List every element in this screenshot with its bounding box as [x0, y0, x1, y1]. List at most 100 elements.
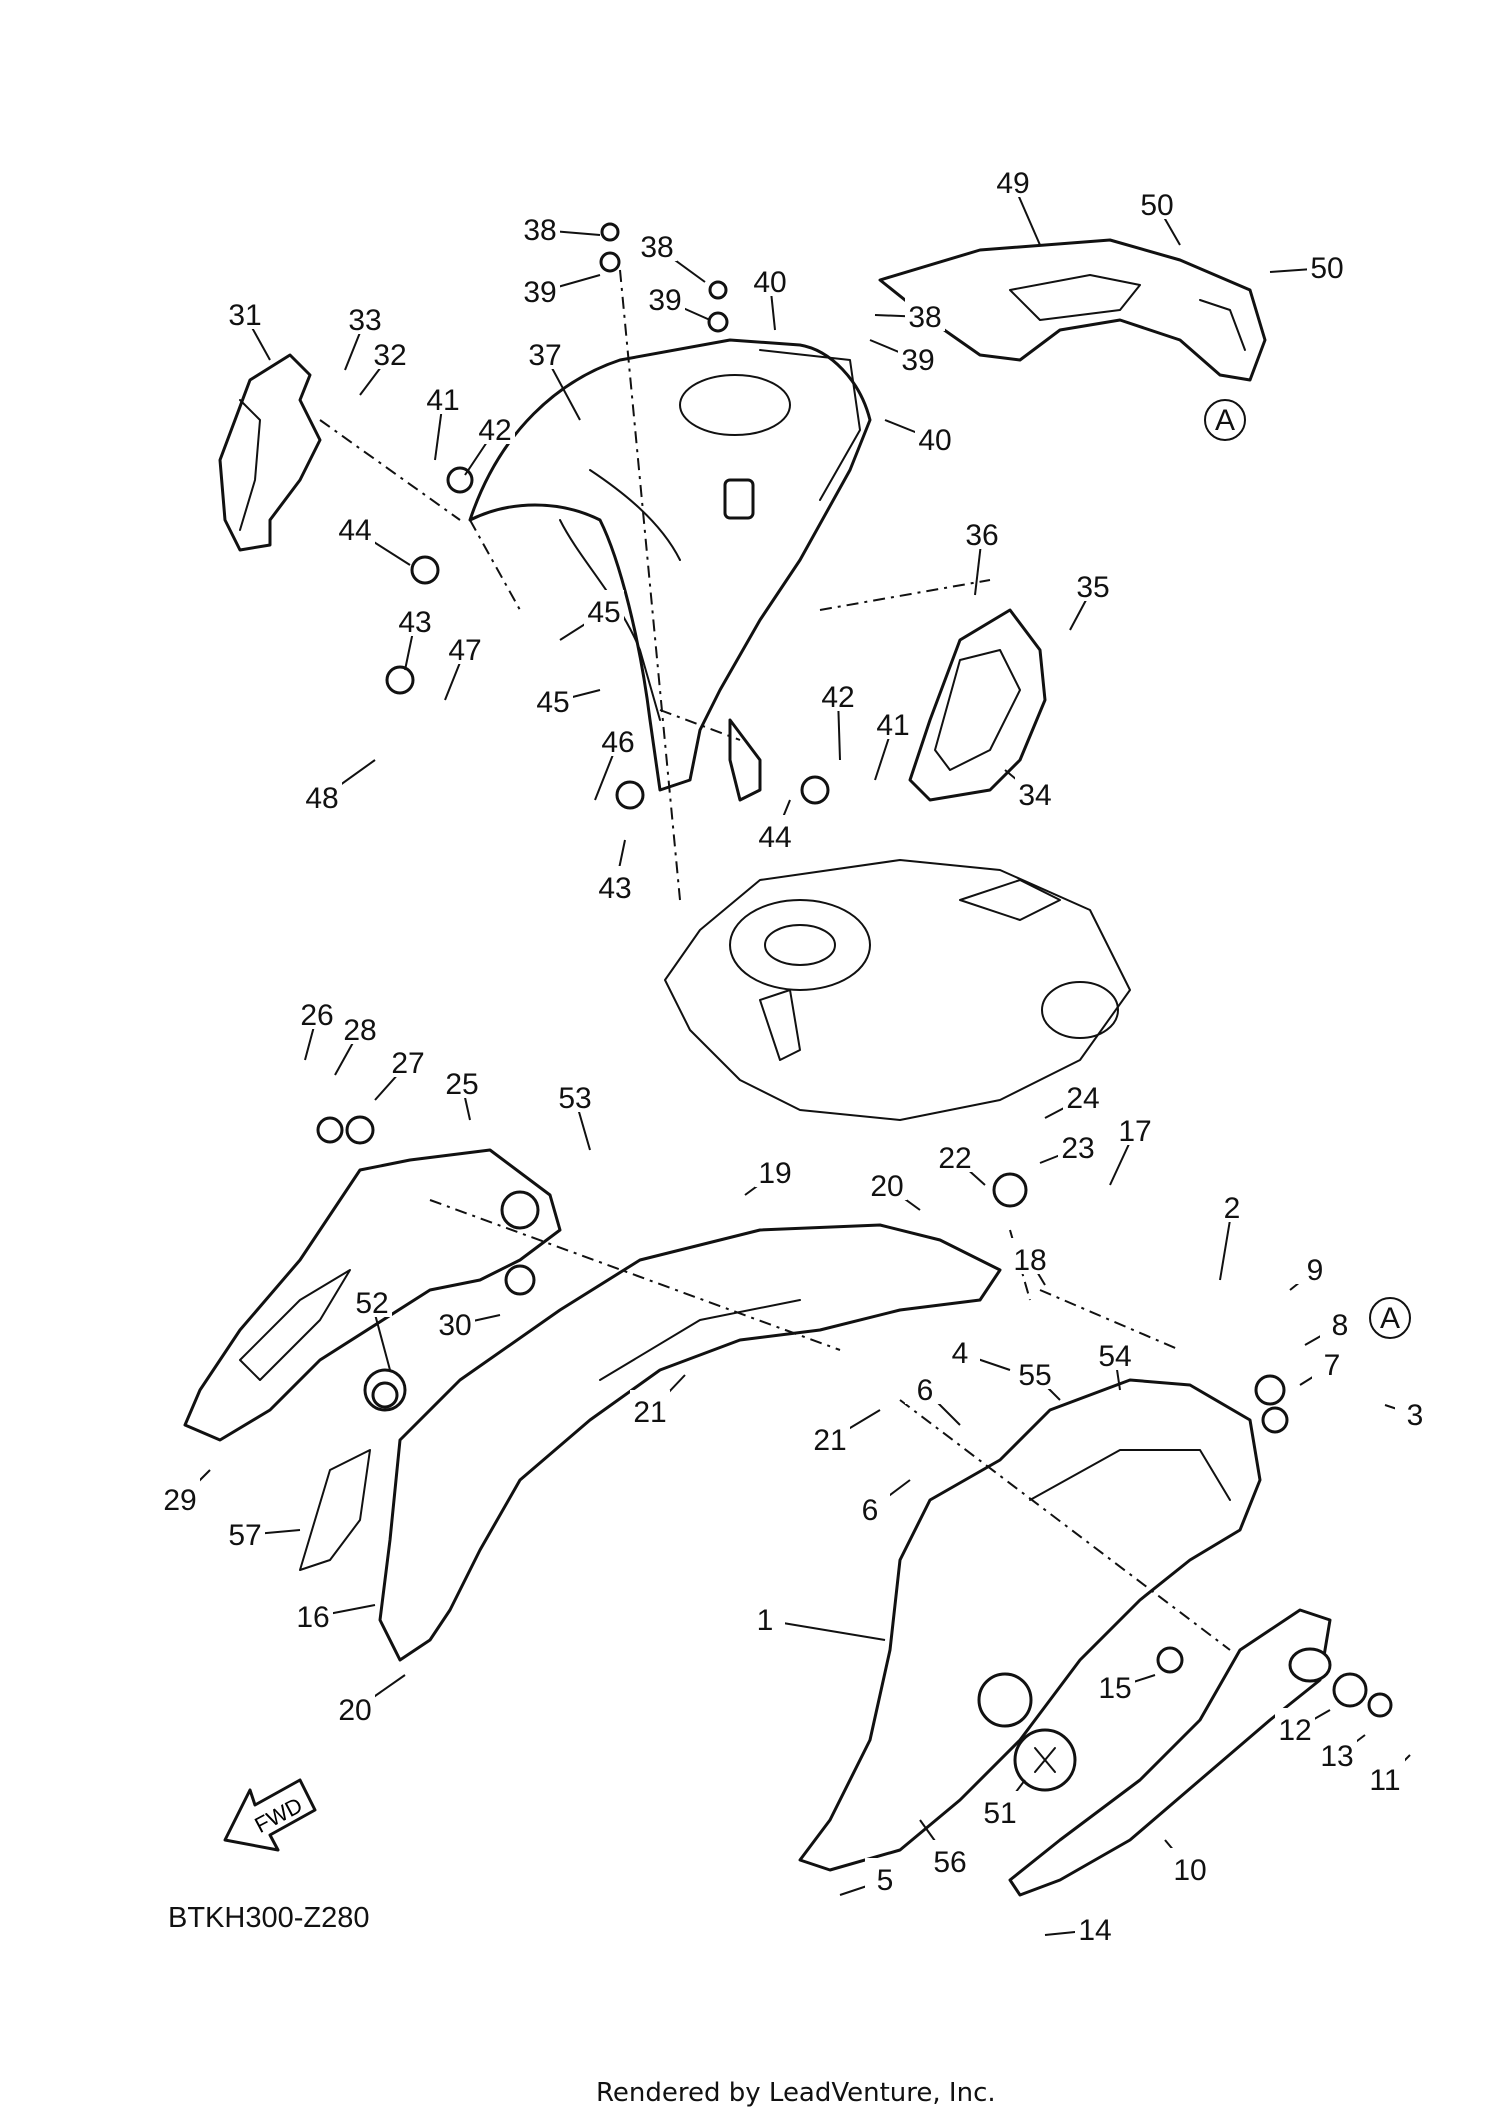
- callout-number-42: 42: [478, 414, 511, 447]
- callout-bg-12: [1275, 1708, 1315, 1744]
- callout-number-24: 24: [1066, 1082, 1099, 1115]
- callout-bg-38: [520, 208, 560, 244]
- callout-number-44: 44: [758, 821, 791, 854]
- callout-number-10: 10: [1173, 1854, 1206, 1887]
- forward-arrow-icon: FWD: [223, 1778, 317, 1852]
- callout-bg-47: [445, 628, 485, 664]
- callout-number-12: 12: [1278, 1714, 1311, 1747]
- callout-bg-17: [1115, 1109, 1155, 1145]
- callout-bg-19: [755, 1151, 795, 1187]
- callout-number-20: 20: [870, 1170, 903, 1203]
- callout-bg-50: [1137, 183, 1177, 219]
- rear-top-cover: [878, 238, 1267, 382]
- callout-number-42: 42: [821, 681, 854, 714]
- detail-marker-text: A: [1215, 404, 1235, 437]
- callout-number-21: 21: [813, 1424, 846, 1457]
- fasteners: [316, 222, 1393, 1718]
- callout-number-22: 22: [938, 1142, 971, 1175]
- callout-number-6: 6: [862, 1494, 879, 1527]
- callout-bg-39: [898, 338, 938, 374]
- callout-number-14: 14: [1078, 1914, 1111, 1947]
- callout-number-40: 40: [918, 424, 951, 457]
- callout-number-9: 9: [1307, 1254, 1324, 1287]
- callout-number-3: 3: [1407, 1399, 1424, 1432]
- callout-number-56: 56: [933, 1846, 966, 1879]
- callout-bg-33: [345, 298, 385, 334]
- callout-number-11: 11: [1369, 1764, 1400, 1797]
- callout-number-39: 39: [523, 276, 556, 309]
- callout-number-13: 13: [1320, 1740, 1353, 1773]
- callout-number-49: 49: [996, 167, 1029, 200]
- callout-number-25: 25: [445, 1068, 478, 1101]
- right-knee-panel: [908, 608, 1047, 802]
- callout-bg-37: [525, 333, 565, 369]
- callout-number-54: 54: [1098, 1340, 1131, 1373]
- callout-bg-54: [1095, 1334, 1135, 1370]
- callout-bg-40: [750, 260, 790, 296]
- callout-number-45: 45: [536, 686, 569, 719]
- callout-number-17: 17: [1118, 1115, 1151, 1148]
- callout-number-1: 1: [757, 1604, 774, 1637]
- callout-number-32: 32: [373, 339, 406, 372]
- callout-bg-2: [1212, 1186, 1252, 1222]
- callout-bg-14: [1075, 1908, 1115, 1944]
- callout-bg-9: [1295, 1248, 1335, 1284]
- callout-number-44: 44: [338, 514, 371, 547]
- callout-number-46: 46: [601, 726, 634, 759]
- callout-number-26: 26: [300, 999, 333, 1032]
- callout-bg-21: [630, 1390, 670, 1426]
- fuel-tank-reference: [664, 859, 1131, 1121]
- callout-bg-36: [962, 513, 1002, 549]
- callout-bg-42: [818, 675, 858, 711]
- callout-number-35: 35: [1076, 571, 1109, 604]
- callout-number-51: 51: [983, 1797, 1016, 1830]
- callout-bg-38: [905, 295, 945, 331]
- callout-bg-15: [1095, 1666, 1135, 1702]
- callout-number-38: 38: [908, 301, 941, 334]
- callout-bg-46: [598, 720, 638, 756]
- callout-bg-44: [335, 508, 375, 544]
- callout-number-8: 8: [1332, 1309, 1349, 1342]
- callout-bg-38: [637, 225, 677, 261]
- callout-number-53: 53: [558, 1082, 591, 1115]
- callout-bg-49: [993, 161, 1033, 197]
- callout-bg-41: [423, 378, 463, 414]
- callout-bg-45: [533, 680, 573, 716]
- callout-bg-21: [810, 1418, 850, 1454]
- callout-bg-34: [1015, 773, 1055, 809]
- callout-bg-13: [1317, 1734, 1357, 1770]
- callout-bg-44: [755, 815, 795, 851]
- callout-number-29: 29: [163, 1484, 196, 1517]
- callout-number-28: 28: [343, 1014, 376, 1047]
- detail-marker-text: A: [1380, 1302, 1400, 1335]
- callout-bg-4: [940, 1331, 980, 1367]
- callout-number-38: 38: [523, 214, 556, 247]
- callout-bg-43: [395, 600, 435, 636]
- callout-number-36: 36: [965, 519, 998, 552]
- callout-number-33: 33: [348, 304, 381, 337]
- callout-bg-30: [435, 1303, 475, 1339]
- callout-number-4: 4: [952, 1337, 969, 1370]
- callout-number-6: 6: [917, 1374, 934, 1407]
- callout-bg-56: [930, 1840, 970, 1876]
- callout-bg-10: [1170, 1848, 1210, 1884]
- callout-bg-23: [1058, 1126, 1098, 1162]
- callout-number-7: 7: [1324, 1349, 1341, 1382]
- callout-bg-29: [160, 1478, 200, 1514]
- callout-number-37: 37: [528, 339, 561, 372]
- lower-cowl: [1008, 1608, 1332, 1897]
- callout-bg-28: [340, 1008, 380, 1044]
- callout-number-34: 34: [1018, 779, 1051, 812]
- detail-marker-a-top: A: [1204, 399, 1246, 441]
- callout-bg-55: [1015, 1353, 1055, 1389]
- callout-bg-40: [915, 418, 955, 454]
- callout-bg-20: [867, 1164, 907, 1200]
- callout-number-19: 19: [758, 1157, 791, 1190]
- callout-number-43: 43: [398, 606, 431, 639]
- callout-number-27: 27: [391, 1047, 424, 1080]
- callout-bg-22: [935, 1136, 975, 1172]
- callout-bg-5: [865, 1858, 905, 1894]
- callout-number-15: 15: [1098, 1672, 1131, 1705]
